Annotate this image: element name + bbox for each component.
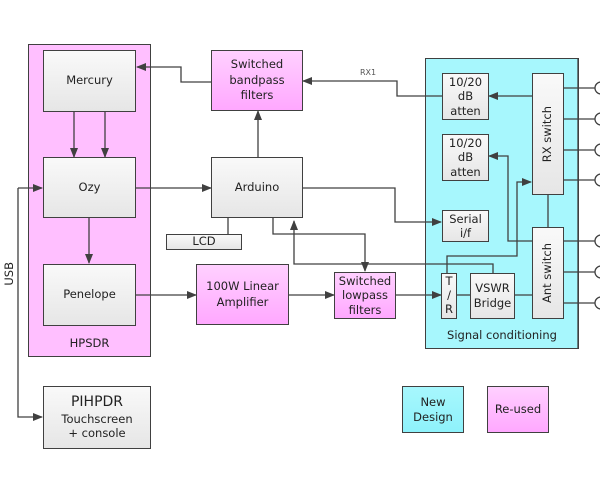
hpsdr-label: HPSDR [69, 336, 110, 350]
vswr-bridge-label: VSWR Bridge [473, 281, 512, 310]
port-connector-2 [594, 112, 600, 126]
rx-switch-label: RX switch [540, 105, 555, 163]
bandpass-filters-block: Switched bandpass filters [211, 50, 303, 111]
lowpass-filters-label: Switched lowpass filters [338, 273, 392, 317]
wire-bandpass-to-mercury [136, 63, 211, 83]
penelope-label: Penelope [63, 287, 116, 302]
atten-1-label: 10/20 dB atten [448, 74, 483, 118]
port-connector-3 [594, 143, 600, 157]
wire-ant-to-atten2 [488, 152, 532, 242]
port-connector-4 [594, 173, 600, 187]
pihpdr-block: PIHPDR Touchscreen + console [43, 386, 151, 449]
port-connector-5 [594, 234, 600, 248]
tr-label: T / R [445, 274, 453, 316]
lcd-label: LCD [192, 234, 216, 249]
pihpdr-title: PIHPDR [70, 394, 124, 411]
ozy-label: Ozy [78, 179, 101, 194]
rx-switch-block: RX switch [532, 73, 564, 195]
bandpass-filters-label: Switched bandpass filters [229, 57, 285, 103]
serial-if-label: Serial i/f [449, 211, 482, 240]
wire-tr-to-rxswitch [446, 178, 532, 273]
mercury-block: Mercury [43, 50, 136, 112]
amplifier-block: 100W Linear Amplifier [196, 264, 289, 325]
legend-reused-label: Re-used [494, 401, 542, 416]
wire-rx1 [302, 77, 443, 97]
lcd-block: LCD [166, 234, 242, 250]
signal-conditioning-label: Signal conditioning [447, 328, 557, 342]
atten-2-label: 10/20 dB atten [448, 135, 483, 179]
wire-usb-vertical [17, 188, 43, 421]
legend-reused: Re-used [487, 386, 549, 433]
arduino-label: Arduino [234, 179, 280, 194]
atten-2-block: 10/20 dB atten [442, 134, 489, 181]
legend-new-design-label: New Design [413, 394, 453, 424]
penelope-block: Penelope [43, 264, 136, 326]
rx1-label: RX1 [360, 68, 377, 77]
pihpdr-subtitle: Touchscreen + console [61, 411, 133, 441]
legend-new-design: New Design [402, 386, 464, 433]
amplifier-label: 100W Linear Amplifier [206, 278, 279, 309]
wire-arduino-to-lowpass [272, 218, 369, 272]
atten-1-block: 10/20 dB atten [442, 73, 489, 120]
vswr-bridge-block: VSWR Bridge [470, 273, 515, 319]
mercury-label: Mercury [66, 73, 113, 88]
port-connector-1 [594, 81, 600, 95]
tr-block: T / R [441, 273, 457, 319]
port-connector-7 [594, 296, 600, 310]
usb-label: USB [2, 262, 16, 286]
serial-if-block: Serial i/f [442, 210, 489, 242]
ant-switch-block: Ant switch [532, 227, 564, 319]
ozy-block: Ozy [43, 157, 136, 218]
ant-switch-label: Ant switch [540, 242, 555, 304]
port-connector-6 [594, 265, 600, 279]
lowpass-filters-block: Switched lowpass filters [334, 272, 396, 319]
wire-arduino-to-serial [303, 187, 442, 226]
wire-feedback-to-arduino [290, 220, 494, 273]
arduino-block: Arduino [211, 157, 303, 218]
